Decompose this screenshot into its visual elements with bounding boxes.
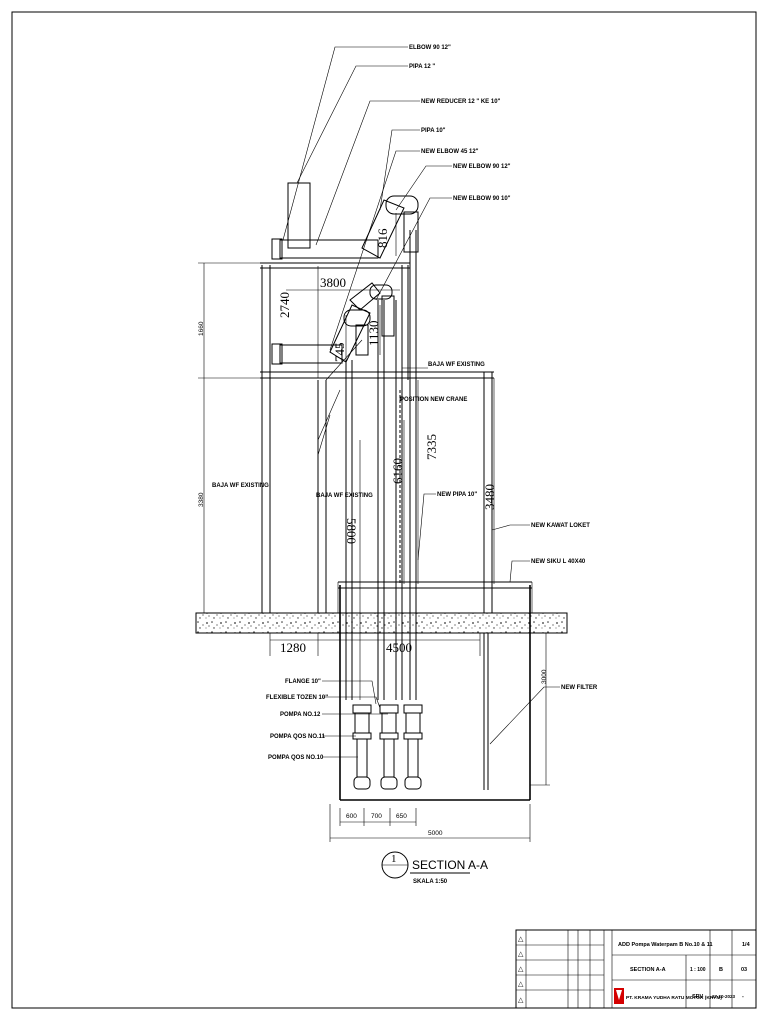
pump-no-12 [403, 704, 423, 790]
pump-no-10 [352, 704, 372, 790]
title-date: 27-10-2023 [712, 994, 736, 999]
title-block: △ △ △ △ △ ADD Pompa Waterpam B No.10 & 1… [515, 929, 757, 1009]
label-flexible-tozen: FLEXIBLE TOZEN 10" [266, 695, 328, 701]
dim-1130: 1130 [366, 320, 381, 346]
callout-labels: ELBOW 90 12" PIPA 12 " NEW REDUCER 12 " … [212, 45, 598, 761]
dim-3480: 3480 [482, 484, 497, 510]
title-sheet: 03 [741, 967, 747, 973]
title-drawn: SRV [692, 994, 704, 1000]
label-baja-wf-right: BAJA WF EXISTING [428, 362, 485, 368]
steel-frame [260, 262, 494, 613]
dim-7335: 7335 [424, 434, 439, 460]
label-new-elbow-90-10: NEW ELBOW 90 10" [453, 196, 511, 202]
dim-3380: 3380 [198, 492, 205, 507]
title-number: 1/4 [742, 942, 751, 948]
title-scale: 1 : 100 [690, 967, 706, 973]
label-position-new-crane: POSITION NEW CRANE [400, 397, 467, 403]
label-baja-wf-mid: BAJA WF EXISTING [316, 493, 373, 499]
rev-mark-2: △ [518, 951, 524, 958]
dim-816: 816 [375, 228, 390, 248]
title-rev: - [742, 994, 744, 1000]
label-new-kawat-loket: NEW KAWAT LOKET [531, 523, 590, 529]
dimension-labels: 1660 3380 2740 3800 816 745 1130 7335 61… [198, 228, 548, 837]
label-new-elbow-45-12: NEW ELBOW 45 12" [421, 149, 479, 155]
dim-3000: 3000 [541, 669, 548, 684]
title-drawing: SECTION A-A [630, 967, 666, 973]
label-pompa-12: POMPA NO.12 [280, 712, 321, 718]
label-new-pipa-10: NEW PIPA 10" [437, 492, 477, 498]
dim-6160: 6160 [390, 458, 405, 484]
label-pipa-10: PIPA 10" [421, 128, 446, 134]
sheet-border [11, 11, 757, 1009]
label-pompa-11: POMPA QOS NO.11 [270, 734, 326, 740]
section-tag: 1 SECTION A-A SKALA 1:50 [381, 851, 488, 885]
rev-mark-5: △ [518, 997, 524, 1004]
dim-3800: 3800 [320, 275, 346, 290]
label-new-filter: NEW FILTER [561, 685, 598, 691]
dim-745: 745 [332, 343, 347, 363]
label-elbow-90-12: ELBOW 90 12" [409, 45, 451, 51]
label-pompa-10: POMPA QOS NO.10 [268, 755, 324, 761]
label-baja-wf-left: BAJA WF EXISTING [212, 483, 269, 489]
dim-5800: 5800 [344, 518, 359, 544]
label-pipa-12: PIPA 12 " [409, 64, 435, 70]
section-scale: SKALA 1:50 [413, 879, 448, 885]
label-new-elbow-90-12: NEW ELBOW 90 12" [453, 164, 511, 170]
dim-5000: 5000 [428, 830, 443, 837]
pump-no-11 [379, 704, 399, 790]
section-number: 1 [391, 853, 397, 865]
label-flange-10: FLANGE 10" [285, 679, 321, 685]
dim-1280: 1280 [280, 640, 306, 655]
floor-slab [195, 612, 568, 634]
dim-1660: 1660 [198, 321, 205, 336]
rev-mark-3: △ [518, 966, 524, 973]
section-title: SECTION A-A [412, 858, 488, 872]
label-new-reducer: NEW REDUCER 12 " KE 10" [421, 99, 501, 105]
dim-2740: 2740 [277, 292, 292, 318]
dim-4500: 4500 [386, 640, 412, 655]
dimension-lines [198, 213, 550, 842]
rev-mark-4: △ [518, 981, 524, 988]
label-new-siku: NEW SIKU L 40X40 [531, 559, 586, 565]
title-company: PT. KRAMA YUDHA RATU MOTOR (KRYM) [626, 995, 722, 1001]
title-size: B [719, 967, 723, 973]
company-logo-icon [614, 988, 624, 1004]
dim-650: 650 [396, 813, 407, 820]
dim-700: 700 [371, 813, 382, 820]
leader-lines [282, 46, 560, 758]
rev-mark-1: △ [518, 936, 524, 943]
title-project: ADD Pompa Waterpam B No.10 & 11 [618, 942, 713, 948]
pump-group [352, 704, 423, 790]
dim-600: 600 [346, 813, 357, 820]
pit [337, 581, 533, 801]
